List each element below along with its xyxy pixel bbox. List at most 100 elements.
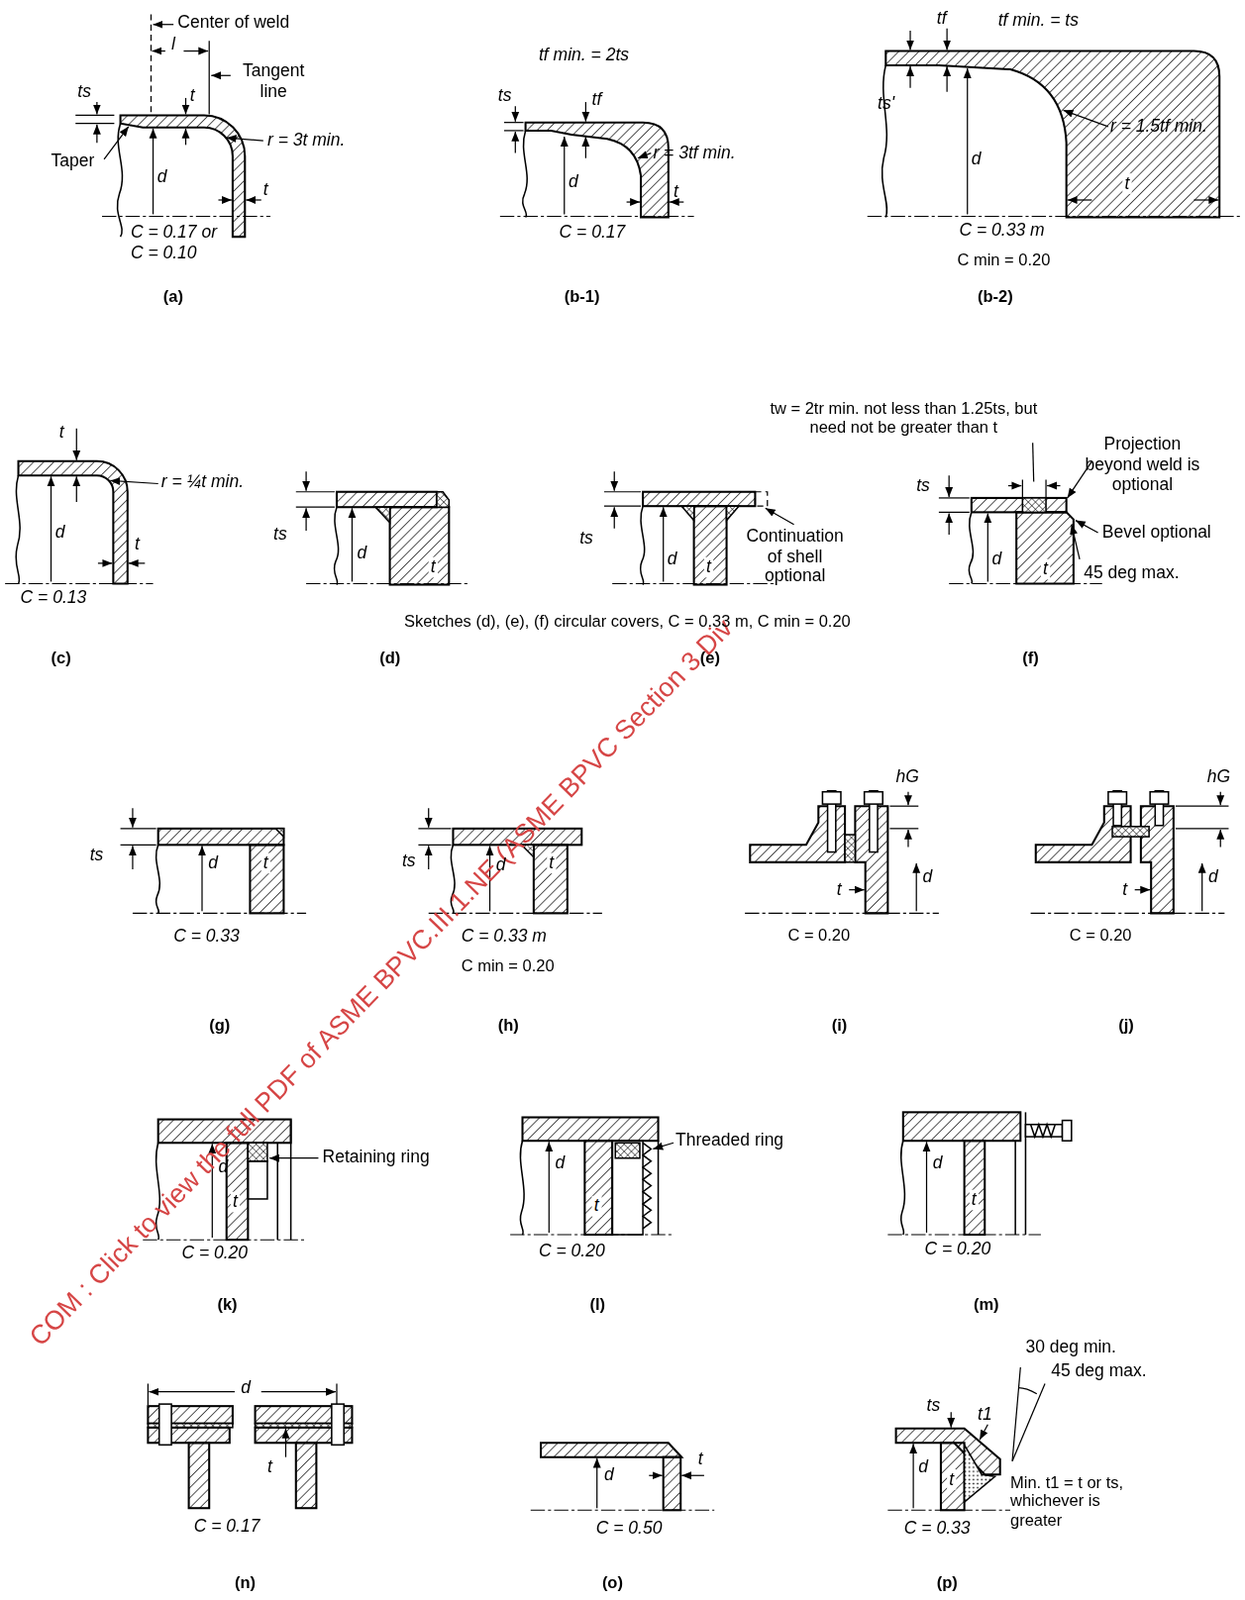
dimension-label: r = 1.5tf min. bbox=[1110, 115, 1208, 136]
dimension-label: t bbox=[1040, 559, 1050, 580]
dimension-label: ts bbox=[927, 1396, 941, 1417]
dimension-label: d bbox=[1208, 867, 1219, 888]
dimension-label: t bbox=[698, 1449, 704, 1469]
dimension-label: tf min. = 2ts bbox=[538, 44, 629, 65]
coefficient-label: C = 0.20 bbox=[924, 1239, 991, 1259]
dimension-label: t bbox=[1122, 173, 1132, 194]
coefficient-label: C = 0.33 m bbox=[461, 927, 547, 947]
dimension-label: t bbox=[836, 879, 842, 900]
sketch-label: (g) bbox=[208, 1016, 230, 1036]
dimension-label: hG bbox=[1207, 767, 1231, 788]
dimension-label: t bbox=[969, 1190, 979, 1211]
dimension-label: ts bbox=[402, 851, 416, 872]
sketch-label: (o) bbox=[602, 1573, 623, 1593]
sketch-label: (l) bbox=[590, 1296, 607, 1316]
dimension-label: t1 bbox=[977, 1404, 993, 1425]
dimension-label: ts bbox=[916, 475, 931, 496]
dimension-label: d bbox=[918, 1457, 929, 1478]
note-text: 30 deg min. bbox=[1025, 1337, 1117, 1357]
dimension-label: t bbox=[190, 86, 196, 106]
dimension-label: tf bbox=[936, 7, 947, 28]
coefficient-label: C = 0.50 bbox=[596, 1519, 663, 1540]
dimension-label: d bbox=[991, 548, 1002, 569]
dimension-label: d bbox=[496, 855, 507, 876]
dimension-label: d bbox=[217, 1157, 228, 1178]
note-text: Bevel optional bbox=[1102, 522, 1212, 543]
dimension-label: r = 3t min. bbox=[267, 130, 345, 151]
dimension-label: d bbox=[933, 1153, 943, 1174]
dimension-label: d bbox=[157, 167, 168, 188]
sketch-label: (n) bbox=[234, 1573, 256, 1593]
sketch-label: (a) bbox=[163, 288, 184, 308]
coefficient-label: C = 0.33 bbox=[904, 1519, 971, 1540]
dimension-label: ts bbox=[579, 528, 594, 549]
coefficient-label: C = 0.33 m bbox=[958, 220, 1044, 241]
dimension-label: t bbox=[59, 422, 65, 443]
coefficient-label: C min = 0.20 bbox=[461, 957, 555, 977]
dimension-label: ts bbox=[273, 524, 288, 545]
watermark-text: COM : Click to view the full PDF of ASME… bbox=[23, 613, 739, 1353]
dimension-label: t bbox=[261, 853, 271, 874]
note-text: tw = 2tr min. not less than 1.25ts, but … bbox=[752, 400, 1054, 438]
sketch-label: (m) bbox=[973, 1296, 1000, 1316]
coefficient-label: C = 0.20 bbox=[181, 1243, 248, 1263]
dimension-label: t bbox=[134, 534, 140, 555]
sketch-label: (e) bbox=[700, 648, 721, 668]
sketch-label: (h) bbox=[498, 1016, 519, 1036]
dimension-label: ts bbox=[77, 81, 92, 102]
dimension-label: t bbox=[1122, 879, 1128, 900]
sketch-label: (i) bbox=[831, 1016, 848, 1036]
dimension-label: t bbox=[946, 1469, 956, 1490]
note-text: Continuation of shell optional bbox=[738, 526, 851, 587]
sketch-label: (c) bbox=[51, 648, 72, 668]
dimension-label: r = ¼t min. bbox=[161, 471, 244, 492]
sketch-label: (d) bbox=[379, 648, 401, 668]
dimension-label: t bbox=[428, 557, 438, 578]
dimension-label: d bbox=[357, 542, 368, 563]
note-text: Retaining ring bbox=[322, 1146, 430, 1167]
coefficient-label: C = 0.20 bbox=[1069, 927, 1133, 946]
coefficient-label: C = 0.33 bbox=[173, 927, 240, 947]
coefficient-label: C min = 0.20 bbox=[956, 251, 1050, 271]
dimension-label: d bbox=[568, 171, 579, 192]
dimension-label: d bbox=[604, 1465, 615, 1486]
note-text: Projection beyond weld is optional bbox=[1083, 434, 1201, 495]
dimension-label: d bbox=[971, 148, 982, 169]
dimension-label: t bbox=[592, 1196, 602, 1217]
coefficient-label: C = 0.17 bbox=[559, 222, 626, 243]
dimension-label: tf min. = ts bbox=[998, 9, 1079, 30]
coefficient-label: C = 0.20 bbox=[787, 927, 850, 946]
sketch-label: (b-1) bbox=[564, 288, 601, 308]
dimension-label: d bbox=[240, 1377, 251, 1398]
dimension-label: d bbox=[667, 548, 678, 569]
dimension-label: d bbox=[922, 867, 933, 888]
note-text: Sketches (d), (e), (f) circular covers, … bbox=[404, 612, 851, 631]
dimension-label: l bbox=[171, 34, 176, 55]
note-text: 45 deg max. bbox=[1083, 563, 1179, 584]
dimension-label: t bbox=[704, 557, 714, 578]
note-text: Min. t1 = t or ts, whichever is greater bbox=[1010, 1473, 1148, 1531]
dimension-label: t bbox=[263, 179, 269, 200]
note-text: Taper bbox=[51, 151, 96, 172]
dimension-label: t bbox=[546, 853, 556, 874]
note-text: Tangent line bbox=[232, 61, 314, 102]
sketch-label: (b-2) bbox=[977, 288, 1014, 308]
note-text: 45 deg max. bbox=[1050, 1361, 1146, 1382]
sketch-label: (p) bbox=[936, 1573, 958, 1593]
dimension-label: ts bbox=[498, 86, 513, 106]
sketch-label: (f) bbox=[1022, 648, 1038, 668]
coefficient-label: C = 0.20 bbox=[538, 1241, 606, 1261]
dimension-label: ts' bbox=[877, 94, 895, 114]
sketch-label: (k) bbox=[216, 1296, 237, 1316]
sketch-label: (j) bbox=[1118, 1016, 1135, 1036]
dimension-label: tf bbox=[592, 90, 603, 110]
dimension-label: hG bbox=[896, 767, 920, 788]
dimension-label: ts bbox=[90, 844, 104, 865]
coefficient-label: C = 0.13 bbox=[20, 588, 88, 609]
dimension-label: d bbox=[207, 853, 218, 874]
coefficient-label: C = 0.17 bbox=[194, 1516, 261, 1537]
dimension-label: d bbox=[55, 522, 66, 543]
dimension-label: t bbox=[673, 181, 679, 202]
dimension-label: t bbox=[230, 1192, 240, 1213]
dimension-label: d bbox=[554, 1153, 565, 1174]
